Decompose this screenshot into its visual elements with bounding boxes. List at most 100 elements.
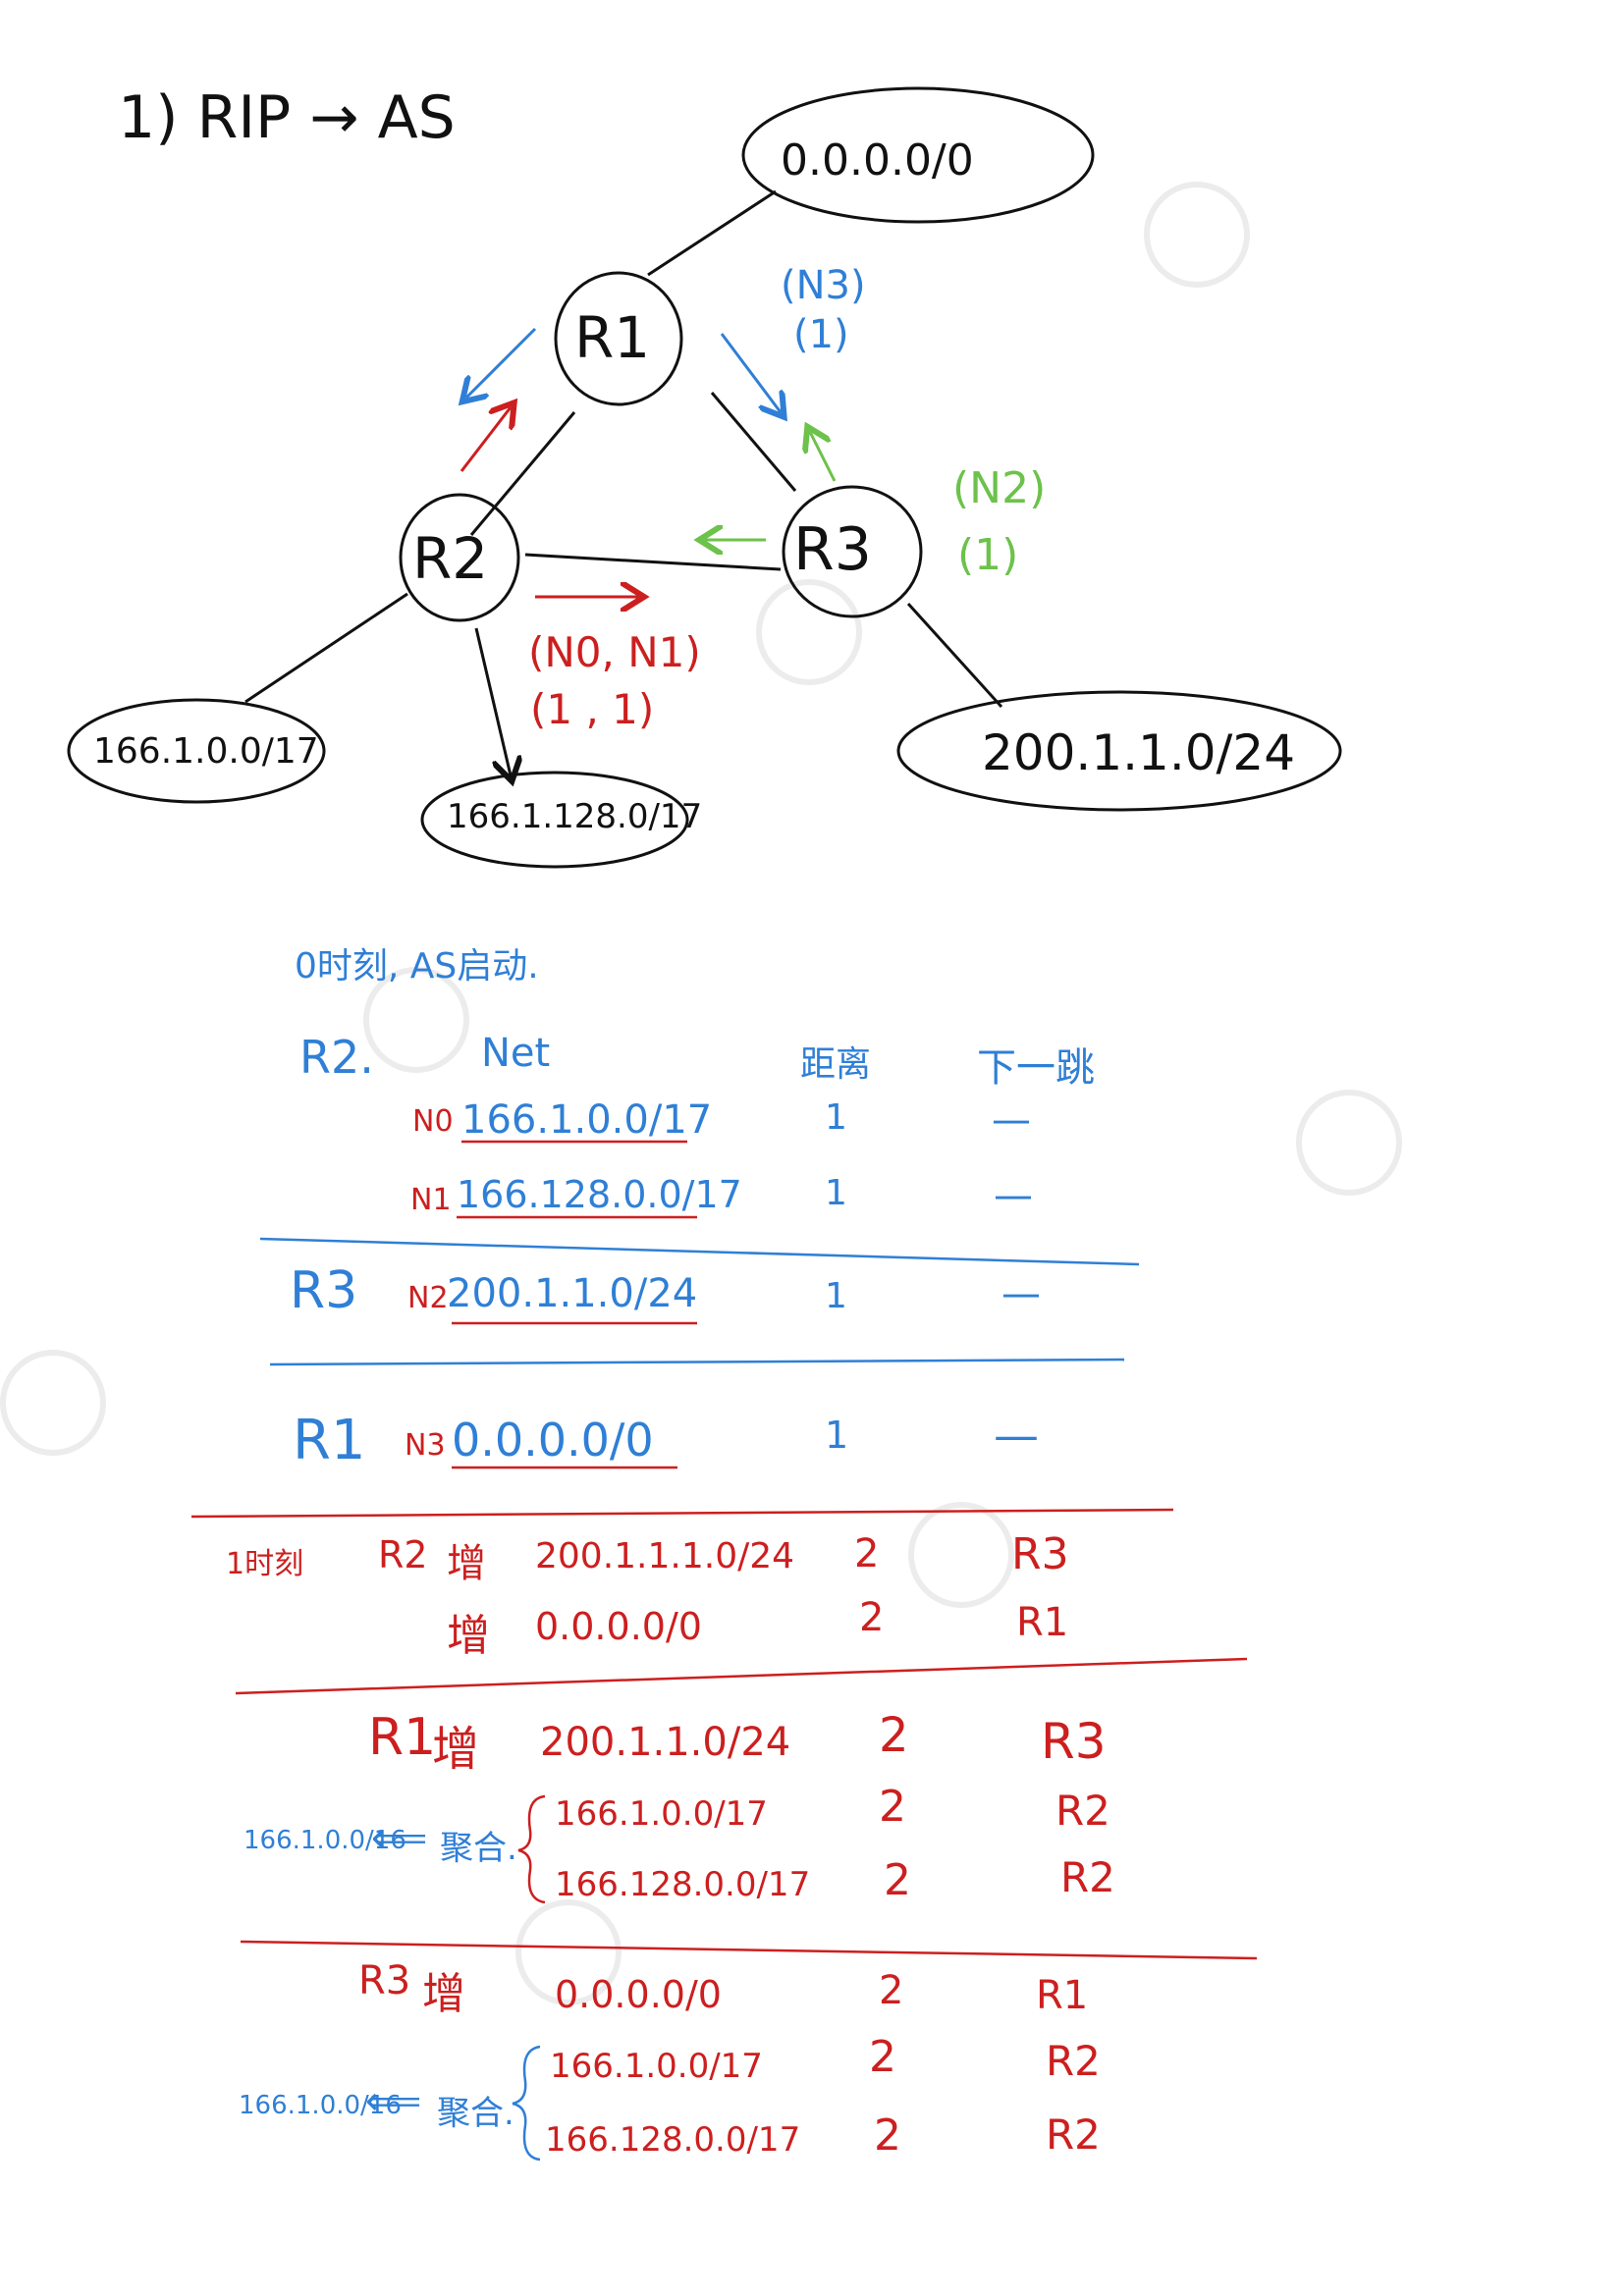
r1-aggregate-label: 聚合. — [440, 1829, 517, 1868]
watermark-logo — [0, 1350, 106, 1456]
row-next-hop: — — [994, 1173, 1033, 1218]
router-r2-label: R2 — [412, 525, 489, 592]
router-r3-label: R3 — [793, 515, 872, 584]
links — [244, 189, 1003, 775]
divider — [235, 1657, 1248, 1695]
network-n0-oval — [67, 698, 326, 804]
r1-agg-row-next-hop: R2 — [1055, 1787, 1110, 1835]
r3-row-next-hop: R1 — [1036, 1973, 1089, 2018]
r3-agg-row-distance: 2 — [869, 2032, 896, 2082]
divider — [259, 1237, 1140, 1266]
r3-agg-row-distance: 2 — [874, 2110, 901, 2161]
r2-row-distance: 2 — [859, 1595, 885, 1640]
phase1-caption: 1时刻 — [226, 1547, 304, 1581]
link-r2-n1 — [474, 627, 511, 775]
arrow-r2-to-r1 — [460, 407, 511, 472]
router-r1-circle — [554, 271, 683, 406]
row-label: N3 — [405, 1428, 446, 1463]
row-label: N2 — [407, 1281, 449, 1315]
brace-r1-aggregate — [517, 1794, 546, 1904]
annotation-r1-dist: (1) — [793, 312, 849, 357]
annotation-r3-nets: (N2) — [952, 463, 1047, 513]
divider — [190, 1508, 1174, 1519]
router-r3-circle — [782, 485, 923, 618]
phase1-r2-router: R2 — [378, 1533, 428, 1576]
r1-agg-row-distance: 2 — [879, 1782, 906, 1832]
r1-agg-row-next-hop: R2 — [1060, 1853, 1115, 1901]
link-r2-n0 — [244, 592, 408, 704]
arrow-r1-to-r2 — [466, 327, 537, 398]
phase1-r2-add-2: 增 — [447, 1611, 490, 1661]
row-distance: 1 — [825, 1097, 847, 1138]
phase0-header-distance: 距离 — [800, 1044, 872, 1085]
link-r1-r3 — [710, 392, 797, 492]
phase0-caption: 0时刻, AS启动. — [295, 946, 539, 987]
r3-agg-row-net: 166.128.0.0/17 — [545, 2120, 801, 2160]
link-r3-n2 — [906, 602, 1003, 709]
phase1-r3-add: 增 — [422, 1969, 465, 2019]
network-default-label: 0.0.0.0/0 — [781, 135, 974, 186]
divider — [269, 1358, 1125, 1366]
network-n2-label: 200.1.1.0/24 — [982, 724, 1296, 781]
row-router: R1 — [293, 1409, 366, 1472]
row-distance: 1 — [825, 1173, 847, 1213]
phase1-r1-add: 增 — [432, 1722, 480, 1777]
network-n1-label: 166.1.128.0/17 — [447, 797, 703, 836]
row-label: N0 — [412, 1104, 454, 1139]
r1-aggregate-arrow: ⟸ — [371, 1816, 428, 1861]
watermark-logo — [756, 579, 862, 685]
router-r2-circle — [399, 493, 520, 622]
phase1-r2-add: 增 — [447, 1541, 486, 1586]
divider — [240, 1940, 1258, 1960]
link-r1-r2 — [469, 411, 576, 536]
row-net: 0.0.0.0/0 — [452, 1414, 654, 1467]
row-net: 166.1.0.0/17 — [461, 1097, 713, 1143]
r3-aggregate-arrow: ⟸ — [365, 2079, 422, 2124]
watermark-logo — [515, 1899, 622, 2005]
r1-row-net: 200.1.1.0/24 — [540, 1720, 791, 1765]
watermark-logo — [363, 967, 469, 1073]
row-net: 166.128.0.0/17 — [457, 1173, 742, 1216]
watermark-logo — [1144, 182, 1250, 288]
link-r1-default — [647, 189, 777, 277]
arrow-r1-to-r3 — [720, 333, 781, 412]
r2-row-net: 0.0.0.0/0 — [535, 1605, 702, 1648]
r1-aggregate-result: 166.1.0.0/16 — [243, 1826, 406, 1855]
r1-row-next-hop: R3 — [1041, 1713, 1107, 1770]
r3-aggregate-label: 聚合. — [437, 2094, 514, 2133]
link-r2-r3 — [524, 553, 782, 571]
r1-agg-row-net: 166.128.0.0/17 — [555, 1865, 811, 1904]
network-default-oval — [741, 86, 1095, 224]
watermark-logo — [1296, 1090, 1402, 1196]
annotation-r2-nets: (N0, N1) — [528, 628, 701, 676]
row-label: N1 — [410, 1183, 452, 1217]
r2-row-distance: 2 — [854, 1531, 880, 1576]
phase1-r3-router: R3 — [358, 1958, 411, 2003]
phase1-r1-router: R1 — [368, 1708, 437, 1767]
phase0-header-next-hop: 下一跳 — [977, 1045, 1095, 1091]
annotation-r3-dist: (1) — [957, 530, 1019, 580]
arrow-r3-to-r1 — [810, 432, 837, 482]
phase0-header-router: R2. — [299, 1031, 374, 1084]
r3-row-distance: 2 — [879, 1968, 904, 2013]
r2-row-net: 200.1.1.1.0/24 — [535, 1536, 795, 1576]
phase0-header-net: Net — [481, 1031, 551, 1076]
row-distance: 1 — [825, 1276, 847, 1316]
r1-agg-row-distance: 2 — [884, 1855, 911, 1905]
network-n2-oval — [896, 690, 1342, 812]
annotation-r2-dist: (1 , 1) — [530, 685, 655, 733]
r1-agg-row-net: 166.1.0.0/17 — [555, 1794, 768, 1834]
row-router: R3 — [290, 1261, 358, 1320]
row-next-hop: — — [992, 1097, 1031, 1143]
network-n1-oval — [420, 771, 689, 869]
r3-agg-row-next-hop: R2 — [1046, 2037, 1101, 2085]
r3-agg-row-next-hop: R2 — [1046, 2110, 1101, 2159]
brace-r3-aggregate — [512, 2045, 541, 2162]
r2-row-next-hop: R1 — [1016, 1600, 1069, 1645]
annotation-r1-nets: (N3) — [781, 263, 866, 308]
r3-row-net: 0.0.0.0/0 — [555, 1973, 722, 2016]
row-next-hop: — — [1001, 1271, 1041, 1316]
r1-row-distance: 2 — [879, 1708, 909, 1763]
watermark-logo — [908, 1502, 1014, 1608]
